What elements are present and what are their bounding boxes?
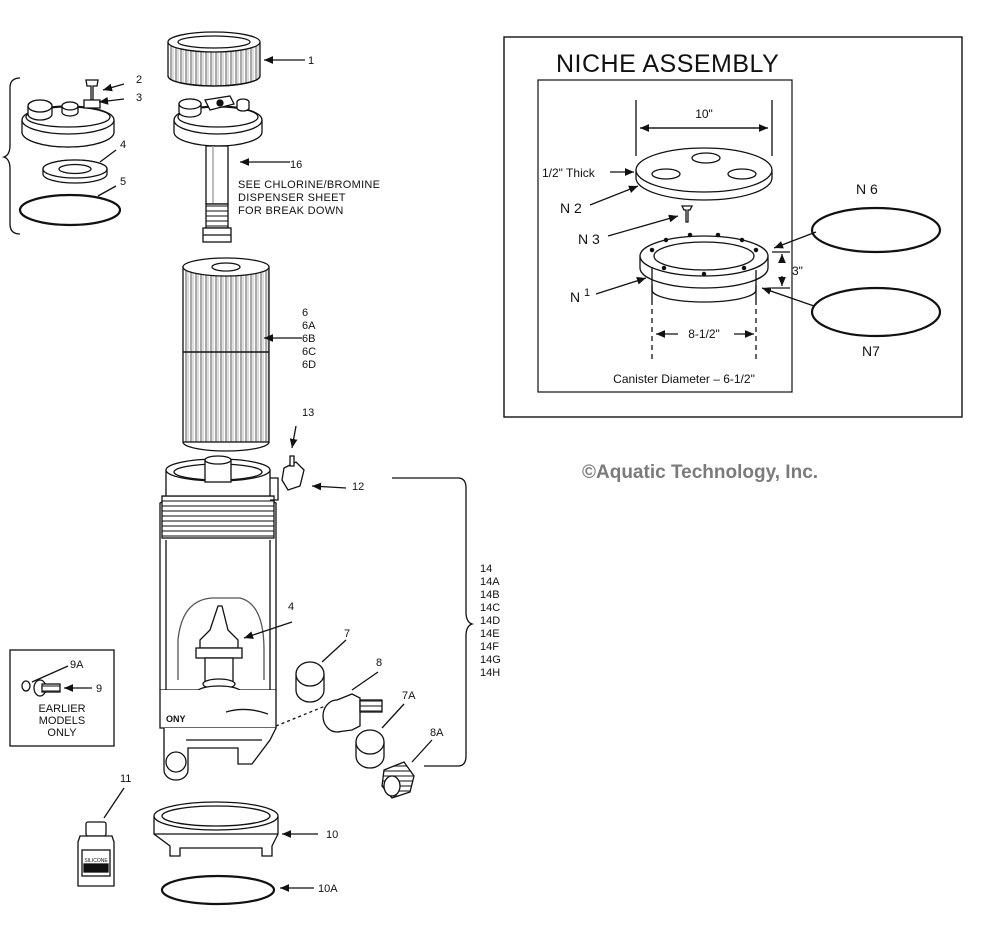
niche-label-n6: N 6: [856, 181, 878, 197]
callout-14f: 14F: [480, 641, 499, 653]
niche-dim-inner: 8-1/2": [688, 327, 720, 341]
callout-14: 14: [480, 563, 492, 575]
base-ring-10: [153, 801, 279, 857]
callout-6a: 6A: [302, 320, 316, 332]
o-ring-5: [18, 193, 122, 227]
earlier-line-2: MODELS: [39, 715, 85, 727]
niche-title: NICHE ASSEMBLY: [556, 50, 779, 78]
callout-14d: 14D: [480, 615, 500, 627]
niche-cover-n2: [635, 147, 773, 201]
dispenser-note-line-1: SEE CHLORINE/BROMINE: [238, 179, 380, 191]
o-ring-n6: [810, 206, 942, 254]
callout-6b: 6B: [302, 333, 315, 345]
dispenser-stack: ONY: [9, 31, 475, 906]
earlier-models-box: [9, 649, 115, 747]
callout-14e: 14E: [480, 628, 500, 640]
callout-6d: 6D: [302, 359, 316, 371]
callout-14g: 14G: [480, 654, 501, 666]
niche-label-n1-sub: 1: [584, 287, 590, 299]
o-ring-10a: [160, 874, 276, 906]
niche-canister-diameter: Canister Diameter – 6-1/2": [613, 372, 755, 386]
niche-label-n3: N 3: [578, 231, 600, 247]
copyright-text: ©Aquatic Technology, Inc.: [582, 462, 818, 483]
dispenser-note-line-2: DISPENSER SHEET: [238, 192, 346, 204]
callout-8: 8: [376, 657, 382, 669]
callout-14b: 14B: [480, 589, 500, 601]
callout-4-lid: 4: [120, 139, 126, 151]
tube-16: [202, 145, 232, 243]
callout-8a: 8A: [430, 727, 444, 739]
plug-7a: [355, 729, 385, 769]
niche-label-n1: N: [570, 289, 580, 305]
callout-4-body: 4: [288, 601, 294, 613]
earlier-line-3: ONLY: [47, 727, 77, 739]
silicone-bottle-11: [77, 821, 115, 887]
lock-ring-1: [167, 31, 261, 87]
callout-14c: 14C: [480, 602, 500, 614]
callout-11: 11: [120, 773, 131, 785]
callout-1: 1: [308, 55, 314, 67]
callout-2: 2: [136, 74, 142, 86]
parts-bracket-14: [392, 477, 475, 767]
niche-label-n2: N 2: [560, 200, 582, 216]
callout-3: 3: [136, 92, 142, 104]
callout-6: 6: [302, 307, 308, 319]
group-bracket: [1, 77, 21, 235]
niche-outer-frame: [503, 36, 963, 418]
niche-assembly-panel: [503, 36, 963, 418]
niche-thick-label: 1/2" Thick: [542, 166, 596, 180]
callout-12: 12: [352, 481, 364, 493]
canister-body: ONY: [159, 455, 341, 781]
valve-8: [322, 693, 383, 733]
callout-7a: 7A: [402, 690, 416, 702]
callout-13: 13: [302, 407, 314, 419]
callout-7: 7: [344, 628, 350, 640]
dispenser-note-line-3: FOR BREAK DOWN: [238, 205, 344, 217]
callout-10a: 10A: [318, 883, 338, 895]
screw-2: [85, 79, 99, 101]
callout-14h: 14H: [480, 667, 500, 679]
filter-cartridge-6: [182, 257, 270, 452]
o-ring-n7: [810, 286, 942, 338]
plug-7: [295, 661, 325, 703]
niche-dim-top: 10": [695, 107, 713, 121]
callout-16: 16: [290, 159, 302, 171]
callout-10: 10: [326, 829, 338, 841]
screw-9: [33, 679, 61, 697]
callout-5: 5: [120, 176, 126, 188]
earlier-line-1: EARLIER: [38, 703, 85, 715]
niche-ring-n1: [639, 232, 769, 303]
callout-9: 9: [96, 683, 102, 695]
niche-inner-frame: [537, 79, 793, 393]
dispenser-lid: [173, 95, 263, 147]
niche-label-n7: N7: [862, 343, 880, 359]
callout-6c: 6C: [302, 346, 316, 358]
washer-9a: [21, 680, 31, 692]
fitting-8a: [381, 761, 415, 799]
niche-screw-n3: [680, 205, 694, 223]
lid-group: [1, 77, 125, 235]
clip-12: [281, 455, 305, 491]
callout-14a: 14A: [480, 576, 500, 588]
silicone-label: SILICONE: [84, 858, 108, 864]
callout-9a: 9A: [70, 659, 84, 671]
svg-text:ONY: ONY: [166, 714, 186, 724]
niche-dim-height: 3": [792, 264, 803, 278]
